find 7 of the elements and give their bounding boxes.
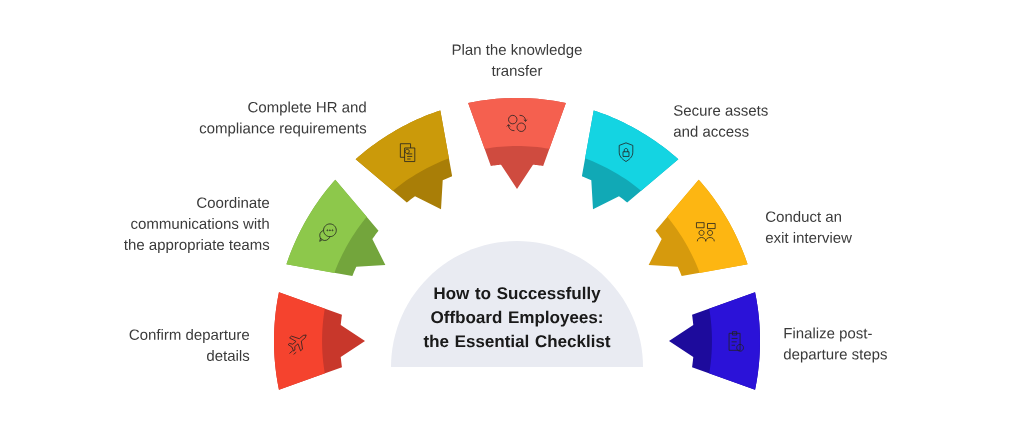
step-label: Conduct an exit interview (765, 211, 852, 243)
step-label: Complete HR and compliance requirements (199, 101, 367, 137)
step-label: Confirm departure details (129, 329, 250, 361)
step-label: Coordinate communications with the appropriate teams (124, 197, 270, 253)
step-label: Finalize post-departure steps (783, 327, 887, 363)
step-label: Secure assets and access (673, 105, 768, 137)
step-label: Plan the knowledge transfer (452, 44, 582, 76)
